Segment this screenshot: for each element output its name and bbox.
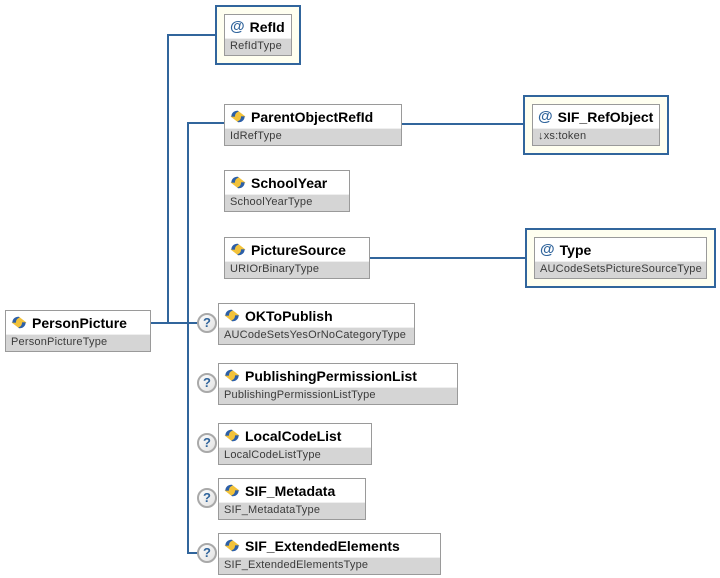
- node-sifextendedelements[interactable]: SIF_ExtendedElements SIF_ExtendedElement…: [218, 533, 441, 575]
- node-localcodelist-name-row: LocalCodeList: [219, 424, 371, 447]
- node-name: Type: [559, 241, 592, 258]
- node-name: ParentObjectRefId: [251, 108, 374, 125]
- element-diamond-icon: [11, 316, 27, 329]
- node-refid[interactable]: @ RefId RefIdType: [224, 14, 292, 56]
- node-refid-name-row: @ RefId: [225, 15, 291, 38]
- node-name: OKToPublish: [245, 307, 333, 324]
- optional-indicator: ?: [197, 543, 217, 563]
- connector-trunk-refid: [167, 34, 169, 324]
- attribute-at-icon: @: [538, 108, 553, 125]
- node-name: PictureSource: [251, 241, 346, 258]
- attribute-refid-frame: @ RefId RefIdType: [215, 5, 301, 65]
- node-type: URIOrBinaryType: [225, 261, 369, 278]
- node-oktopublish-name-row: OKToPublish: [219, 304, 414, 327]
- node-sifrefobject[interactable]: @ SIF_RefObject ↓xs:token: [532, 104, 661, 146]
- connector-to-sif-extendedelements: [187, 552, 199, 554]
- node-type: PersonPictureType: [6, 334, 150, 351]
- node-parentobjectrefid[interactable]: ParentObjectRefId IdRefType: [224, 104, 402, 146]
- element-diamond-icon: [224, 429, 240, 442]
- node-name: PersonPicture: [32, 314, 127, 331]
- node-type: AUCodeSetsYesOrNoCategoryType: [219, 327, 414, 344]
- node-sifmetadata-name-row: SIF_Metadata: [219, 479, 365, 502]
- optional-indicator: ?: [197, 433, 217, 453]
- node-type: IdRefType: [225, 128, 401, 145]
- optional-indicator: ?: [197, 373, 217, 393]
- optional-indicator: ?: [197, 488, 217, 508]
- node-name: SIF_ExtendedElements: [245, 537, 400, 554]
- node-schoolyear[interactable]: SchoolYear SchoolYearType: [224, 170, 350, 212]
- node-publishingpermissionlist[interactable]: PublishingPermissionList PublishingPermi…: [218, 363, 458, 405]
- node-sifrefobject-name-row: @ SIF_RefObject: [533, 105, 659, 128]
- node-personpicture[interactable]: PersonPicture PersonPictureType: [5, 310, 151, 352]
- element-diamond-icon: [224, 369, 240, 382]
- connector-from-personpicture: [151, 322, 199, 324]
- node-picturesource-name-row: PictureSource: [225, 238, 369, 261]
- node-name: SIF_RefObject: [557, 108, 654, 125]
- node-name: SIF_Metadata: [245, 482, 336, 499]
- element-diamond-icon: [224, 539, 240, 552]
- node-schoolyear-name-row: SchoolYear: [225, 171, 349, 194]
- connector-parentobjectrefid-to-sifrefobject: [400, 123, 523, 125]
- element-diamond-icon: [230, 176, 246, 189]
- node-type: SchoolYearType: [225, 194, 349, 211]
- node-type-attribute-name-row: @ Type: [535, 238, 706, 261]
- node-name: SchoolYear: [251, 174, 328, 191]
- node-type: AUCodeSetsPictureSourceType: [535, 261, 706, 278]
- attribute-sifrefobject-frame: @ SIF_RefObject ↓xs:token: [523, 95, 670, 155]
- node-type: PublishingPermissionListType: [219, 387, 457, 404]
- node-sifextendedelements-name-row: SIF_ExtendedElements: [219, 534, 440, 557]
- optional-indicator: ?: [197, 313, 217, 333]
- node-sifmetadata[interactable]: SIF_Metadata SIF_MetadataType: [218, 478, 366, 520]
- element-diamond-icon: [224, 309, 240, 322]
- node-type: RefIdType: [225, 38, 291, 55]
- node-type-attribute[interactable]: @ Type AUCodeSetsPictureSourceType: [534, 237, 707, 279]
- connector-to-parentobjectrefid: [187, 122, 225, 124]
- node-name: LocalCodeList: [245, 427, 342, 444]
- node-type: LocalCodeListType: [219, 447, 371, 464]
- element-diamond-icon: [230, 243, 246, 256]
- node-name: RefId: [249, 18, 285, 35]
- node-publishingpermissionlist-name-row: PublishingPermissionList: [219, 364, 457, 387]
- attribute-type-frame: @ Type AUCodeSetsPictureSourceType: [525, 228, 716, 288]
- node-localcodelist[interactable]: LocalCodeList LocalCodeListType: [218, 423, 372, 465]
- node-oktopublish[interactable]: OKToPublish AUCodeSetsYesOrNoCategoryTyp…: [218, 303, 415, 345]
- attribute-at-icon: @: [230, 18, 245, 35]
- node-type: ↓xs:token: [533, 128, 660, 145]
- node-personpicture-name-row: PersonPicture: [6, 311, 150, 334]
- node-picturesource[interactable]: PictureSource URIOrBinaryType: [224, 237, 370, 279]
- connector-picturesource-to-type: [368, 257, 525, 259]
- node-parentobjectrefid-name-row: ParentObjectRefId: [225, 105, 401, 128]
- attribute-at-icon: @: [540, 241, 555, 258]
- node-type: SIF_ExtendedElementsType: [219, 557, 440, 574]
- connector-to-refid: [167, 34, 215, 36]
- node-name: PublishingPermissionList: [245, 367, 417, 384]
- element-diamond-icon: [224, 484, 240, 497]
- node-type: SIF_MetadataType: [219, 502, 365, 519]
- element-diamond-icon: [230, 110, 246, 123]
- connector-trunk-children: [187, 122, 189, 554]
